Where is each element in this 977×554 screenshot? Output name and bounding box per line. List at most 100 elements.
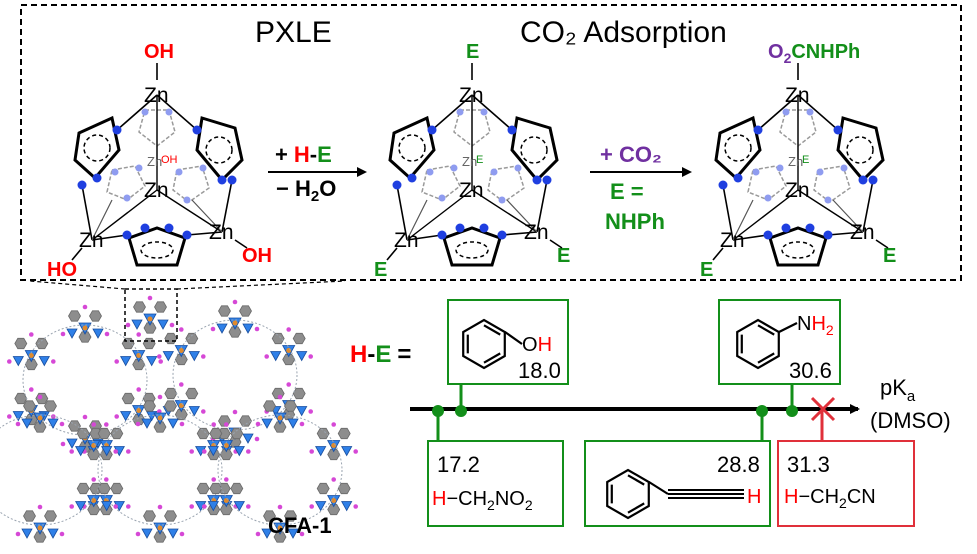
arrow-co2: + CO₂ E = NHPh bbox=[590, 142, 692, 234]
zn-center-atom bbox=[91, 498, 97, 503]
bond bbox=[156, 94, 198, 131]
bond-left-ligand bbox=[386, 247, 398, 261]
acid-nitromethane: 17.2 H−CH2NO2 bbox=[427, 405, 564, 527]
arrow2-condition-2: NHPh bbox=[605, 209, 665, 234]
bond bbox=[732, 234, 769, 241]
ligand-left: E bbox=[374, 259, 387, 281]
nitrogen-atom bbox=[718, 180, 728, 190]
zn-center-atom bbox=[232, 320, 238, 326]
zn-tetrahedron bbox=[296, 351, 308, 362]
bond bbox=[116, 94, 158, 131]
ligand-inner: OH bbox=[161, 154, 178, 166]
oxygen-atom bbox=[59, 531, 65, 537]
zn-atom-left: Zn bbox=[394, 229, 419, 252]
zn-tetrahedron bbox=[341, 446, 353, 457]
bond-left-ligand bbox=[71, 247, 83, 261]
oxygen-atom bbox=[169, 322, 175, 328]
oxygen-atom bbox=[136, 387, 141, 392]
oxygen-atom bbox=[15, 531, 21, 537]
linker-hexagon bbox=[164, 387, 178, 400]
phenol-ring bbox=[462, 318, 523, 370]
nitrogen-atom-back bbox=[183, 196, 191, 204]
nitrogen-atom-back bbox=[752, 168, 760, 176]
nitrogen-atom-back bbox=[175, 168, 183, 176]
linker-hexagon bbox=[196, 427, 210, 440]
zn-center-atom bbox=[37, 525, 43, 531]
front-ring-bottom bbox=[442, 226, 502, 267]
aromatic-circle bbox=[455, 241, 489, 259]
linker-hexagon bbox=[76, 427, 90, 440]
linker-hexagon bbox=[153, 531, 167, 543]
pore-outline bbox=[217, 414, 343, 526]
linker-hexagon bbox=[230, 482, 244, 495]
bond bbox=[91, 189, 158, 241]
oxygen-atom bbox=[113, 504, 118, 509]
oxygen-atom bbox=[246, 504, 251, 509]
bond bbox=[221, 179, 233, 233]
oxygen-atom bbox=[37, 504, 43, 510]
oxygen-atom bbox=[232, 299, 238, 305]
zn-atom-center: Zn bbox=[459, 179, 484, 202]
oxygen-atom bbox=[51, 359, 56, 364]
bond bbox=[406, 189, 473, 241]
linker-hexagon bbox=[68, 310, 81, 322]
oxygen-atom bbox=[232, 409, 238, 415]
formula-acetonitrile: H−CH2CN bbox=[784, 486, 876, 511]
oxygen-atom bbox=[308, 354, 313, 359]
zn-atom-top: Zn bbox=[459, 84, 484, 107]
zn-atom-right: Zn bbox=[524, 221, 549, 244]
ligand-top: OH bbox=[144, 41, 174, 63]
oxygen-atom bbox=[91, 477, 96, 482]
nitrogen-atom-back bbox=[426, 168, 434, 176]
point-phenylacetylene bbox=[756, 405, 768, 417]
aniline-group: NH2 bbox=[797, 313, 834, 338]
bond bbox=[406, 234, 443, 241]
oxygen-atom bbox=[202, 449, 207, 454]
zn-tetrahedron bbox=[216, 323, 228, 334]
bond bbox=[862, 179, 874, 233]
oxygen-atom bbox=[158, 359, 163, 364]
front-ring-bottom bbox=[768, 226, 828, 267]
linker-hexagon bbox=[142, 337, 156, 350]
oxygen-atom bbox=[104, 331, 110, 337]
linker-hexagon bbox=[35, 392, 49, 405]
back-ring-right bbox=[813, 165, 851, 203]
bond bbox=[832, 199, 864, 233]
nitrogen-atom bbox=[781, 223, 791, 233]
aromatic-circle bbox=[398, 134, 426, 162]
nitrogen-atom bbox=[437, 230, 447, 240]
oxygen-atom bbox=[104, 477, 109, 482]
bond bbox=[431, 94, 473, 131]
zn-tetrahedron bbox=[47, 528, 59, 539]
oxygen-atom bbox=[114, 414, 119, 419]
aromatic-circle bbox=[520, 136, 548, 164]
aromatic-circle bbox=[83, 134, 111, 162]
oxygen-atom bbox=[69, 504, 74, 509]
axis-solvent: (DMSO) bbox=[870, 408, 951, 433]
zn-center-atom bbox=[157, 525, 163, 531]
zn-center-atom bbox=[82, 325, 88, 331]
back-ring-left bbox=[421, 165, 461, 201]
pore-outline bbox=[172, 319, 298, 431]
nitrogen-atom bbox=[217, 175, 227, 185]
linker-hexagon bbox=[89, 310, 102, 322]
oxygen-atom bbox=[60, 441, 66, 447]
point-nitromethane bbox=[432, 405, 444, 417]
nitrogen-atom-back bbox=[498, 196, 506, 204]
back-ring-top bbox=[453, 109, 491, 147]
zn-tetrahedron bbox=[101, 501, 113, 512]
back-ring-top bbox=[138, 109, 176, 147]
back-ring-top bbox=[779, 109, 817, 147]
box-phenol bbox=[447, 299, 569, 385]
bond bbox=[732, 199, 754, 241]
oxygen-atom bbox=[353, 449, 358, 454]
linker-hexagon bbox=[44, 400, 57, 412]
linker-hexagon bbox=[273, 531, 287, 543]
phenylacetylene-ring bbox=[606, 468, 744, 520]
linker-hexagon bbox=[273, 421, 287, 433]
oxygen-atom bbox=[189, 504, 194, 509]
nitrogen-atom-back bbox=[776, 164, 784, 172]
linker-hexagon bbox=[132, 413, 146, 426]
zn-tetrahedron bbox=[188, 351, 200, 362]
